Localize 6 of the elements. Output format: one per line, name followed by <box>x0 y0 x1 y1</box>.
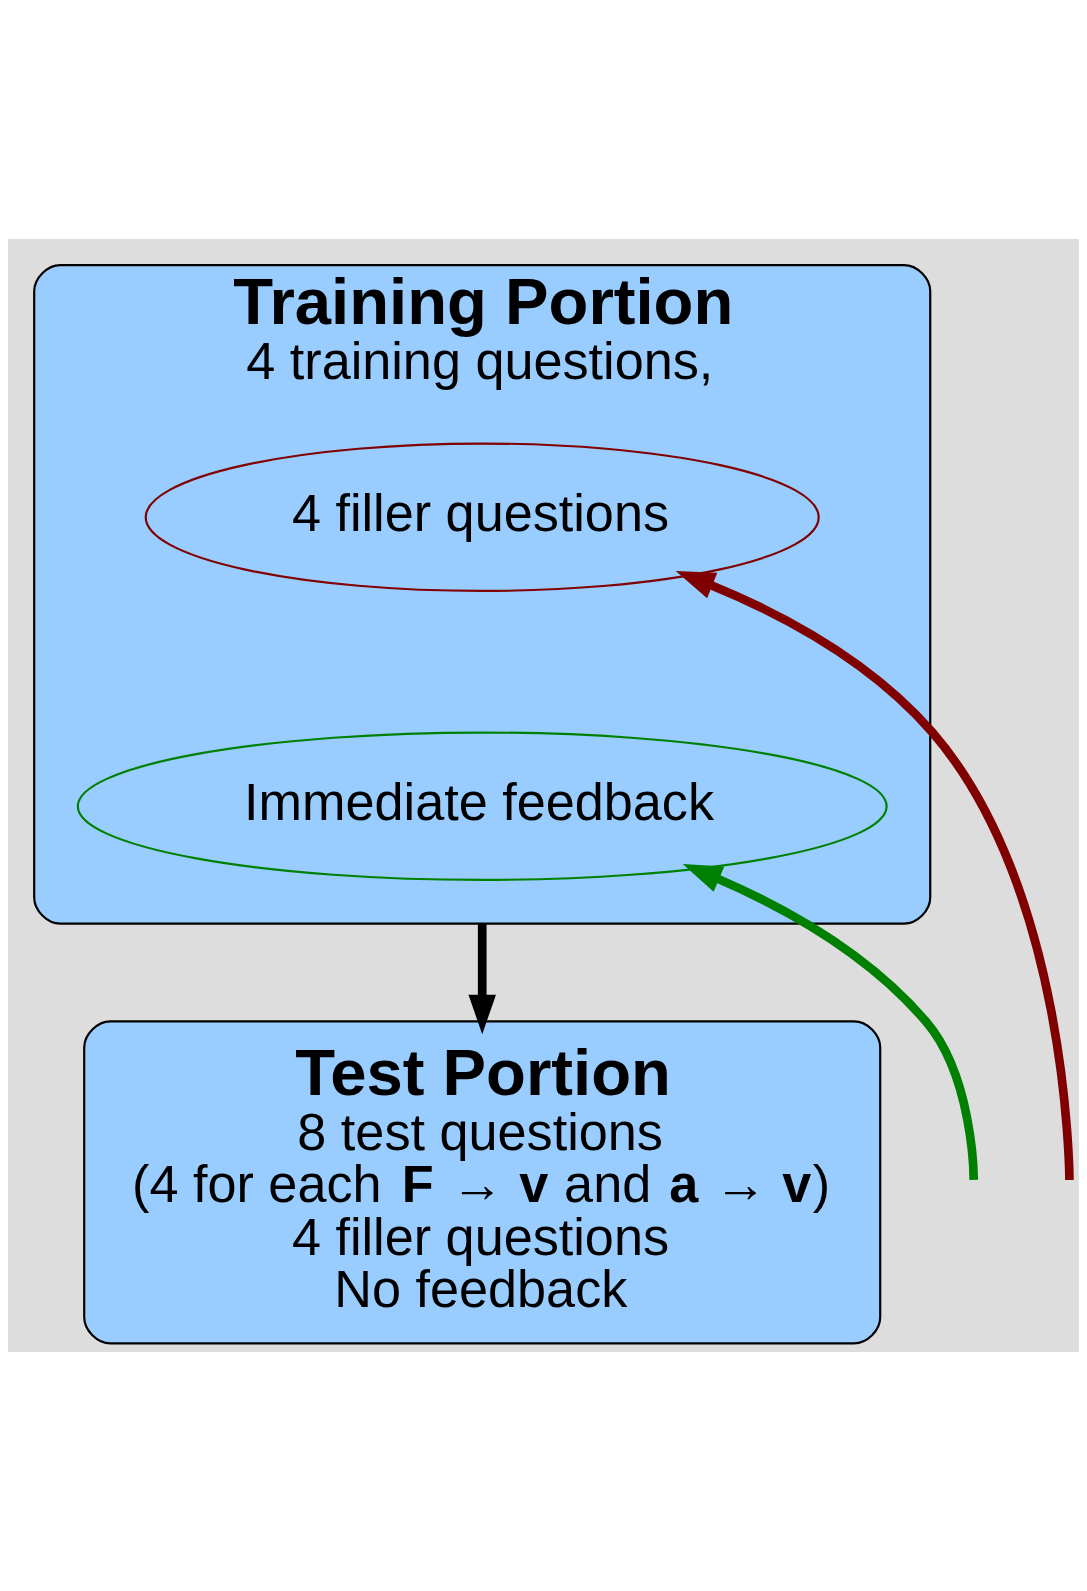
node-ellipse: Immediate feedback <box>76 731 888 881</box>
arrow <box>682 864 979 1180</box>
node-box: Test Portion 8 test questions (4 for each F → v and a → v) 4 filler questions No feedback <box>83 1020 882 1345</box>
arrow <box>468 923 496 1035</box>
arrow <box>675 571 1074 1181</box>
node-ellipse: 4 filler questions <box>144 442 820 592</box>
